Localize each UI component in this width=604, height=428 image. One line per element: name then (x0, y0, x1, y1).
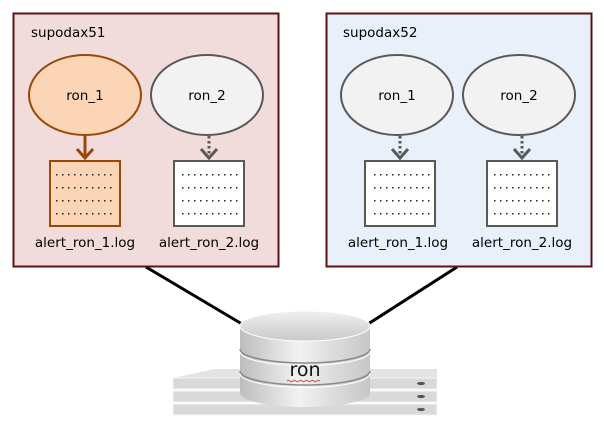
instance-ron_2-inactive[interactable]: ron_2 (150, 54, 264, 136)
instance-ron_1-active[interactable]: ron_1 (28, 54, 142, 136)
arrow-dotted (390, 136, 410, 161)
instance-label: ron_2 (500, 88, 537, 104)
arrow-dotted (199, 136, 219, 161)
instance-ron_1-inactive[interactable]: ron_1 (340, 54, 454, 136)
spellcheck-underline (286, 379, 321, 383)
arrow-solid (75, 135, 95, 161)
log-file-label: alert_ron_2.log (472, 235, 572, 251)
log-file-icon[interactable] (49, 160, 121, 227)
instance-ron_2-inactive[interactable]: ron_2 (462, 54, 576, 136)
instance-label: ron_2 (188, 88, 225, 104)
log-file-label: alert_ron_2.log (159, 235, 259, 251)
database-cylinder-icon[interactable]: ron (239, 310, 371, 407)
log-file-icon[interactable] (364, 160, 436, 227)
arrow-dotted (512, 136, 532, 161)
host-box-supodax51: supodax51 ron_1 alert_ron_1.log ron_2 al… (12, 12, 280, 268)
log-file-label: alert_ron_1.log (35, 235, 135, 251)
host-title: supodax52 (343, 25, 417, 41)
log-file-label: alert_ron_1.log (348, 235, 448, 251)
log-file-icon[interactable] (486, 160, 558, 227)
link-host1-db (145, 265, 243, 326)
link-host2-db (367, 265, 458, 326)
log-file-icon[interactable] (173, 160, 245, 227)
host-box-supodax52: supodax52 ron_1 alert_ron_1.log ron_2 al… (325, 12, 593, 268)
database-label: ron (289, 359, 320, 381)
instance-label: ron_1 (378, 88, 415, 104)
host-title: supodax51 (31, 25, 105, 41)
instance-label: ron_1 (66, 88, 103, 104)
